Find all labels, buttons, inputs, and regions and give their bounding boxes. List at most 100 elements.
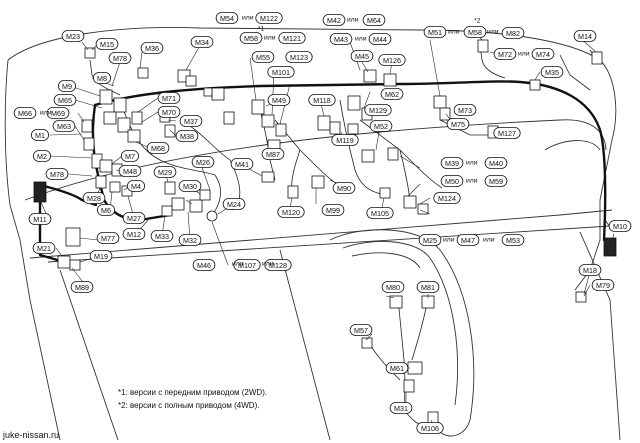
connector-label-box bbox=[418, 234, 442, 246]
connector-label-box bbox=[52, 120, 76, 132]
connector-label-m119: M119 bbox=[331, 134, 359, 146]
connector-label-box bbox=[13, 107, 37, 119]
connector-label-box bbox=[416, 422, 444, 434]
connector-label-m78b: M78 bbox=[45, 168, 69, 180]
connector-label-m24: M24 bbox=[222, 198, 246, 210]
connector-label-box bbox=[362, 14, 386, 26]
ili-m46: или bbox=[232, 261, 244, 268]
connector-label-m23: M23 bbox=[61, 30, 85, 42]
connector-label-text: M8 bbox=[97, 74, 107, 83]
connector-label-box bbox=[456, 234, 480, 246]
connector-label-box bbox=[591, 279, 615, 291]
connector-label-text: M38 bbox=[180, 132, 194, 141]
connector-label-text: M41 bbox=[235, 160, 249, 169]
connector-label-text: M7 bbox=[125, 152, 135, 161]
connector-label-box bbox=[501, 234, 525, 246]
connector-label-text: M27 bbox=[127, 214, 141, 223]
connector-label-m25: M25 bbox=[418, 234, 442, 246]
connector-label-text: M12 bbox=[127, 230, 141, 239]
connector-label-m32: M32 bbox=[178, 234, 202, 246]
connector-label-m6: M6 bbox=[97, 204, 116, 216]
connector-label-box bbox=[140, 42, 164, 54]
connector-label-box bbox=[378, 54, 406, 66]
connector-label-box bbox=[322, 14, 346, 26]
connector-label-text: M106 bbox=[421, 424, 439, 433]
connector-label-box bbox=[267, 94, 291, 106]
connector-label-box bbox=[277, 206, 305, 218]
connector-label-m21: M21 bbox=[32, 242, 56, 254]
connector-label-m61: M61 bbox=[385, 362, 409, 374]
connector-label-box bbox=[380, 88, 404, 100]
ili-m47: или bbox=[483, 237, 495, 244]
ili-m39: или bbox=[466, 160, 478, 167]
connector-label-m70: M70 bbox=[157, 106, 181, 118]
connector-label-m47: M47 bbox=[456, 234, 480, 246]
connector-label-m75: M75 bbox=[446, 118, 470, 130]
connector-label-box bbox=[440, 175, 464, 187]
connector-label-box bbox=[82, 192, 106, 204]
ili-m58: или bbox=[264, 35, 276, 42]
connector-label-box bbox=[453, 104, 477, 116]
connector-label-text: M89 bbox=[75, 283, 89, 292]
connector-label-text: M66 bbox=[18, 109, 32, 118]
connector-label-box bbox=[108, 52, 132, 64]
connector-label-m48: M48 bbox=[118, 165, 142, 177]
connector-label-m26: M26 bbox=[191, 156, 215, 168]
connector-label-box bbox=[264, 259, 292, 271]
connector-label-m63: M63 bbox=[52, 120, 76, 132]
connector-label-box bbox=[190, 36, 214, 48]
connector-label-m126: M126 bbox=[378, 54, 406, 66]
connector-label-m51: M51 bbox=[423, 26, 447, 38]
connector-label-box bbox=[261, 148, 285, 160]
connector-label-text: M59 bbox=[489, 177, 503, 186]
connector-label-m11: M11 bbox=[28, 213, 52, 225]
connector-label-text: M118 bbox=[313, 96, 330, 105]
connector-label-m52: M52 bbox=[369, 120, 393, 132]
connector-label-m41: M41 bbox=[230, 158, 254, 170]
connector-label-text: M39 bbox=[445, 159, 459, 168]
connector-label-text: M30 bbox=[183, 182, 197, 191]
star-1: *1 bbox=[258, 26, 265, 33]
connector-label-m49: M49 bbox=[267, 94, 291, 106]
connector-label-box bbox=[308, 94, 336, 106]
connector-label-box bbox=[531, 48, 555, 60]
connector-label-text: M48 bbox=[123, 167, 137, 176]
connector-label-m90: M90 bbox=[332, 182, 356, 194]
connector-label-text: M68 bbox=[151, 144, 165, 153]
connector-label-m2: M2 bbox=[33, 150, 52, 162]
connector-label-box bbox=[93, 72, 112, 84]
connector-label-text: M6 bbox=[101, 206, 111, 215]
connector-label-m33: M33 bbox=[150, 230, 174, 242]
note-4wd: *2: версии с полным приводом (4WD). bbox=[118, 401, 259, 410]
connector-label-box bbox=[381, 281, 405, 293]
connector-label-text: M9 bbox=[62, 82, 72, 91]
connector-label-m62: M62 bbox=[380, 88, 404, 100]
connector-label-m72: M72 bbox=[493, 48, 517, 60]
connector-label-text: M47 bbox=[461, 236, 475, 245]
connector-label-box bbox=[416, 281, 440, 293]
connector-label-box bbox=[433, 192, 461, 204]
connector-label-text: M87 bbox=[266, 150, 280, 159]
connector-label-m101: M101 bbox=[267, 66, 295, 78]
connector-label-text: M34 bbox=[195, 38, 209, 47]
connector-label-m124: M124 bbox=[433, 192, 461, 204]
connector-label-m106: M106 bbox=[416, 422, 444, 434]
ili-m25: или bbox=[443, 237, 455, 244]
connector-label-text: M36 bbox=[145, 44, 159, 53]
connector-label-text: M40 bbox=[489, 159, 503, 168]
connector-label-text: M128 bbox=[269, 261, 287, 270]
ili-m43: или bbox=[355, 36, 367, 43]
connector-label-text: M65 bbox=[58, 96, 72, 105]
connector-label-m8: M8 bbox=[93, 72, 112, 84]
connector-label-text: M71 bbox=[162, 94, 176, 103]
connector-label-m35: M35 bbox=[540, 66, 564, 78]
connector-label-box bbox=[53, 94, 77, 106]
connector-label-m71: M71 bbox=[157, 92, 181, 104]
connector-label-box bbox=[239, 32, 263, 44]
connector-label-box bbox=[366, 207, 394, 219]
connector-label-box bbox=[150, 230, 174, 242]
connector-label-m120: M120 bbox=[277, 206, 305, 218]
connector-label-m122: M122 bbox=[255, 12, 283, 24]
connector-label-text: M105 bbox=[371, 209, 389, 218]
